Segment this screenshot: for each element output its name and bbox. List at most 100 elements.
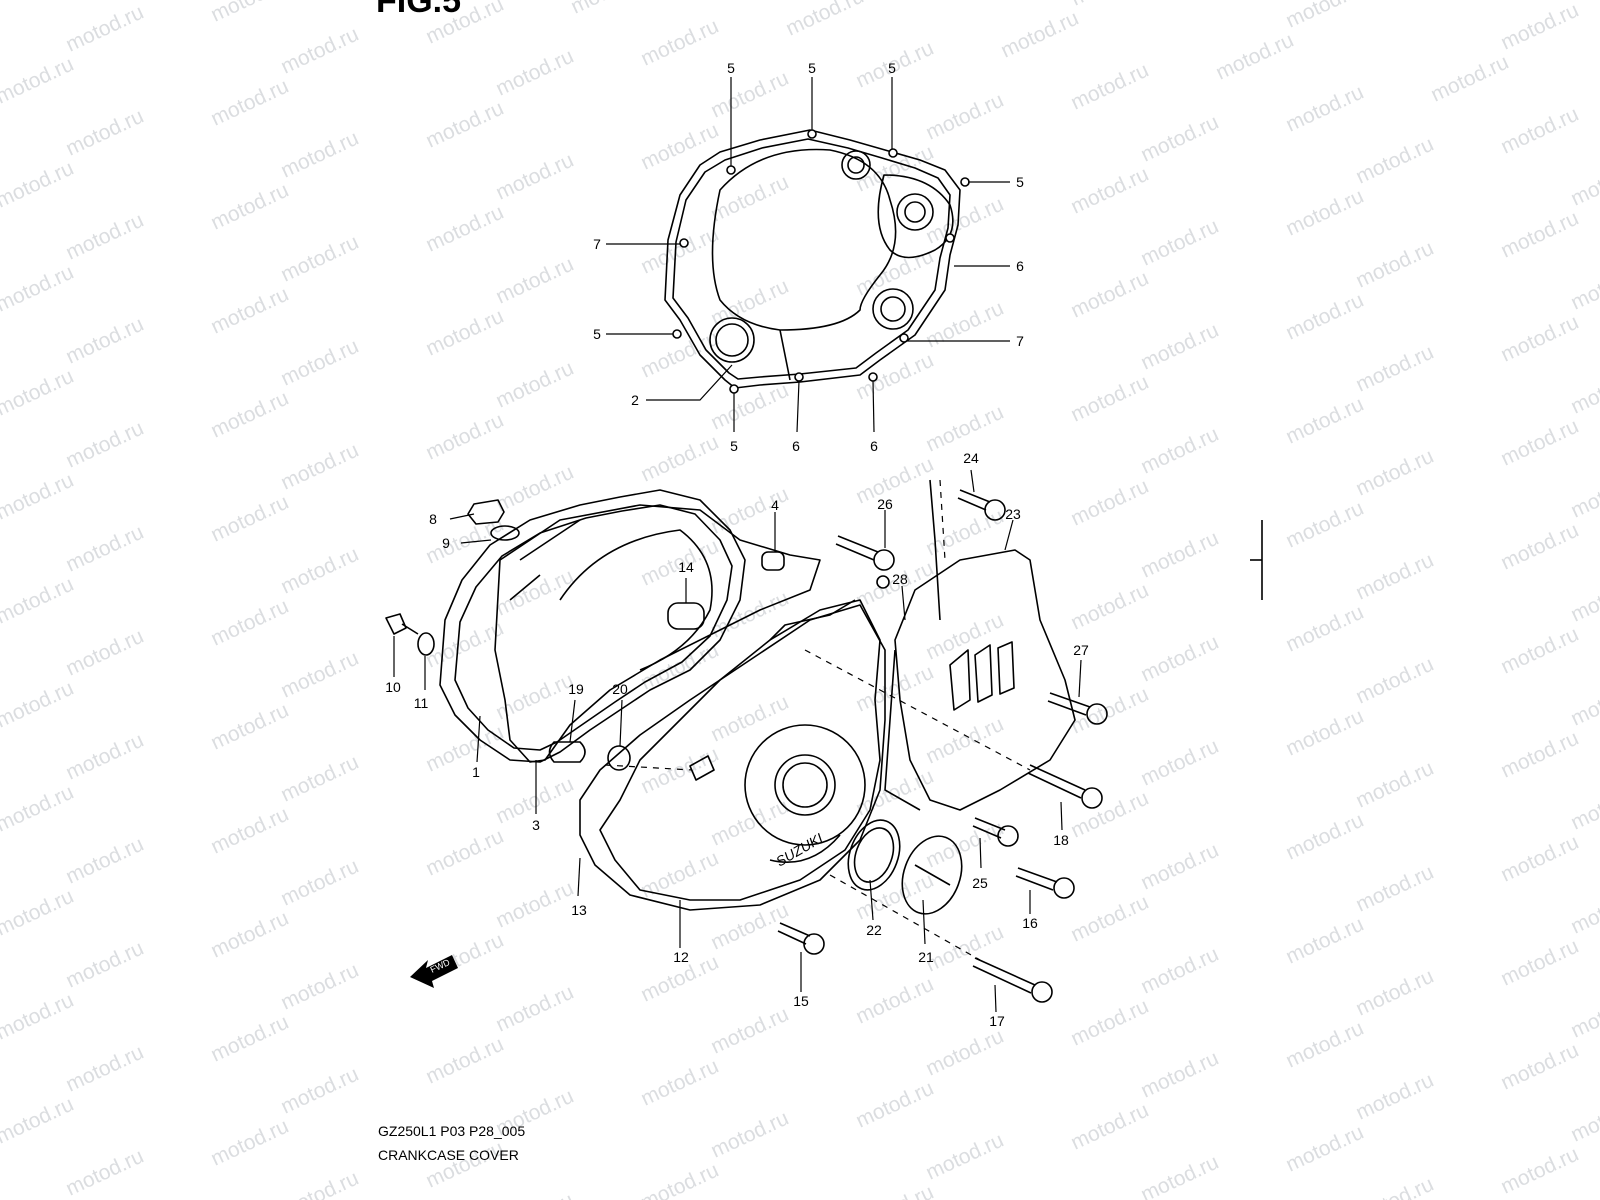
callout-16: 16 bbox=[1022, 915, 1038, 931]
watermark: motod.ru bbox=[1567, 779, 1600, 835]
watermark: motod.ru bbox=[1497, 1143, 1582, 1199]
watermark: motod.ru bbox=[492, 45, 577, 101]
callout-7: 7 bbox=[593, 236, 601, 252]
watermark: motod.ru bbox=[207, 179, 292, 235]
watermark: motod.ru bbox=[0, 989, 77, 1045]
watermark: motod.ru bbox=[1567, 363, 1600, 419]
watermark: motod.ru bbox=[852, 973, 937, 1029]
callout-26: 26 bbox=[877, 496, 893, 512]
watermark: motod.ru bbox=[1067, 787, 1152, 843]
watermark: motod.ru bbox=[1137, 735, 1222, 791]
watermark: motod.ru bbox=[637, 119, 722, 175]
watermark: motod.ru bbox=[207, 283, 292, 339]
watermark: motod.ru bbox=[637, 431, 722, 487]
callout-9: 9 bbox=[442, 535, 450, 551]
watermark: motod.ru bbox=[1567, 1091, 1600, 1147]
watermark: motod.ru bbox=[62, 1145, 147, 1200]
watermark: motod.ru bbox=[422, 305, 507, 361]
watermark: motod.ru bbox=[707, 1107, 792, 1163]
watermark: motod.ru bbox=[1067, 891, 1152, 947]
watermark: motod.ru bbox=[422, 617, 507, 673]
watermark: motod.ru bbox=[0, 365, 77, 421]
watermark: motod.ru bbox=[1067, 683, 1152, 739]
watermark: motod.ru bbox=[922, 1025, 1007, 1081]
callout-8: 8 bbox=[429, 511, 437, 527]
watermark: motod.ru bbox=[0, 573, 77, 629]
watermark: motod.ru bbox=[1427, 51, 1512, 107]
watermark: motod.ru bbox=[1497, 831, 1582, 887]
watermark: motod.ru bbox=[637, 1055, 722, 1111]
watermark: motod.ru bbox=[1137, 1151, 1222, 1200]
watermark: motod.ru bbox=[277, 855, 362, 911]
callout-5: 5 bbox=[1016, 174, 1024, 190]
oil-filler-cap bbox=[467, 499, 520, 541]
watermark: motod.ru bbox=[1067, 163, 1152, 219]
watermark: motod.ru bbox=[852, 1077, 937, 1133]
watermark: motod.ru bbox=[277, 231, 362, 287]
watermark: motod.ru bbox=[277, 127, 362, 183]
callout-28: 28 bbox=[892, 571, 908, 587]
watermark: motod.ru bbox=[0, 1093, 77, 1149]
watermark: motod.ru bbox=[707, 67, 792, 123]
callout-22: 22 bbox=[866, 922, 882, 938]
watermark: motod.ru bbox=[62, 1041, 147, 1097]
watermark: motod.ru bbox=[1352, 1173, 1437, 1200]
watermark: motod.ru bbox=[422, 201, 507, 257]
watermark: motod.ru bbox=[1352, 653, 1437, 709]
watermark: motod.ru bbox=[1497, 727, 1582, 783]
watermark: motod.ru bbox=[422, 1137, 507, 1193]
watermark: motod.ru bbox=[277, 23, 362, 79]
callout-5: 5 bbox=[888, 60, 896, 76]
watermark: motod.ru bbox=[62, 521, 147, 577]
watermark: motod.ru bbox=[62, 729, 147, 785]
watermark: motod.ru bbox=[0, 885, 77, 941]
watermark: motod.ru bbox=[277, 751, 362, 807]
watermark: motod.ru bbox=[207, 699, 292, 755]
watermark: motod.ru bbox=[207, 595, 292, 651]
watermark: motod.ru bbox=[922, 193, 1007, 249]
watermark: motod.ru bbox=[1497, 1039, 1582, 1095]
watermark: motod.ru bbox=[852, 349, 937, 405]
watermark: motod.ru bbox=[422, 1033, 507, 1089]
watermark: motod.ru bbox=[637, 15, 722, 71]
watermark: motod.ru bbox=[1067, 59, 1152, 115]
callout-6: 6 bbox=[792, 438, 800, 454]
watermark: motod.ru bbox=[1137, 1047, 1222, 1103]
watermark: motod.ru bbox=[852, 661, 937, 717]
callout-19: 19 bbox=[568, 681, 584, 697]
watermark: motod.ru bbox=[207, 1115, 292, 1171]
watermark: motod.ru bbox=[492, 877, 577, 933]
watermark: motod.ru bbox=[207, 491, 292, 547]
callout-5: 5 bbox=[727, 60, 735, 76]
watermark: motod.ru bbox=[1137, 215, 1222, 271]
callout-12: 12 bbox=[673, 949, 689, 965]
watermark: motod.ru bbox=[1282, 809, 1367, 865]
watermark: motod.ru bbox=[0, 677, 77, 733]
generator-cap bbox=[847, 819, 963, 915]
callout-18: 18 bbox=[1053, 832, 1069, 848]
brand-mark: SUZUKI bbox=[773, 830, 826, 870]
callout-17: 17 bbox=[989, 1013, 1005, 1029]
watermark: motod.ru bbox=[922, 609, 1007, 665]
watermark: motod.ru bbox=[1567, 467, 1600, 523]
watermark: motod.ru bbox=[62, 1, 147, 57]
callout-20: 20 bbox=[612, 681, 628, 697]
watermark: motod.ru bbox=[277, 959, 362, 1015]
watermark: motod.ru bbox=[207, 387, 292, 443]
watermark: motod.ru bbox=[1497, 103, 1582, 159]
watermark: motod.ru bbox=[1067, 1099, 1152, 1155]
watermark: motod.ru bbox=[1497, 623, 1582, 679]
watermark: motod.ru bbox=[492, 1189, 577, 1200]
watermark: motod.ru bbox=[492, 981, 577, 1037]
watermark: motod.ru bbox=[207, 803, 292, 859]
footer-title: CRANKCASE COVER bbox=[378, 1147, 519, 1163]
watermark: motod.ru bbox=[707, 1003, 792, 1059]
watermark: motod.ru bbox=[1282, 1017, 1367, 1073]
watermark: motod.ru bbox=[1067, 475, 1152, 531]
callout-2: 2 bbox=[631, 392, 639, 408]
watermark: motod.ru bbox=[0, 0, 77, 5]
watermark: motod.ru bbox=[422, 721, 507, 777]
watermark: motod.ru bbox=[1067, 0, 1152, 11]
